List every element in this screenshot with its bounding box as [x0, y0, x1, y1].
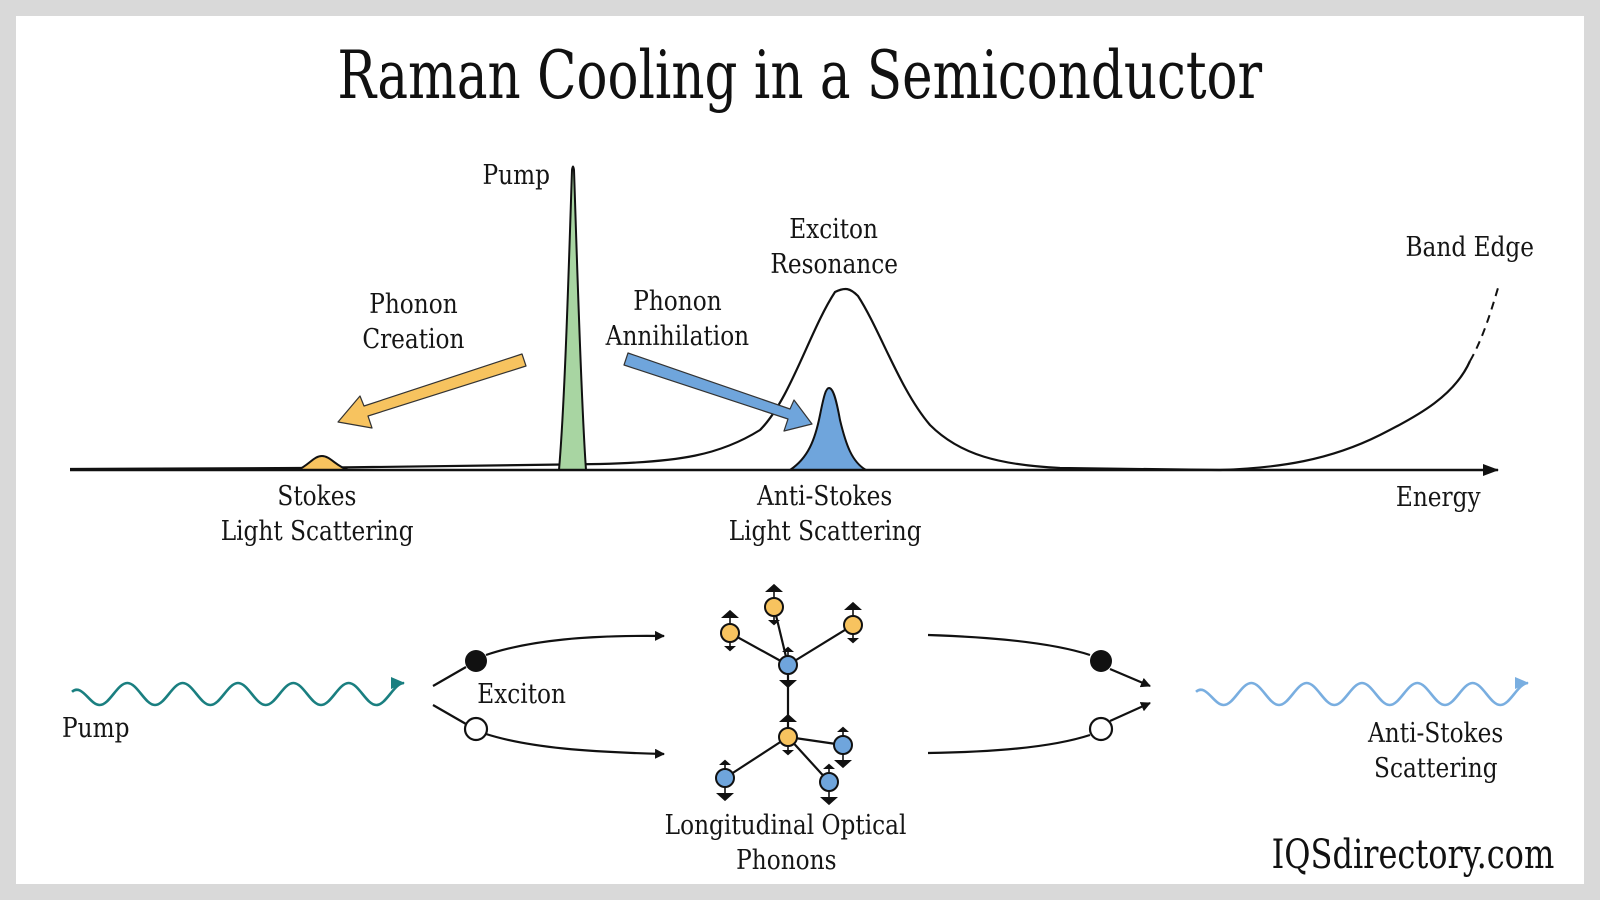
electron-dot: [465, 650, 487, 672]
displacement-arrow-down-icon: [820, 797, 838, 806]
displacement-arrow-up-icon: [782, 646, 794, 652]
hole-path-from-phonons: [927, 733, 1091, 755]
atom-yellow: [843, 615, 863, 635]
pump-peak-label: Pump: [482, 160, 550, 191]
page-title: Raman Cooling in a Semiconductor: [0, 36, 1600, 116]
anti-stokes-wave: [1195, 677, 1529, 707]
atom-yellow: [764, 597, 784, 617]
displacement-arrow-up-icon: [837, 726, 849, 732]
displacement-arrow-down-icon: [847, 638, 859, 644]
displacement-arrow-down-icon: [779, 680, 797, 689]
displacement-arrow-down-icon: [782, 750, 794, 756]
energy-axis-label: Energy: [1395, 482, 1481, 513]
displacement-arrow-up-icon: [779, 713, 797, 722]
molecule-bond: [787, 736, 830, 783]
displacement-arrow-down-icon: [716, 793, 734, 802]
phonon-annihilation-arrow: [623, 352, 813, 432]
displacement-arrow-up-icon: [721, 609, 739, 618]
displacement-arrow-down-icon: [768, 620, 780, 626]
band-edge-curve: [1219, 360, 1472, 472]
exciton-hole-path-in: [432, 704, 467, 725]
atom-blue: [715, 768, 735, 788]
displacement-arrow-up-icon: [719, 759, 731, 765]
pump-wave-label: Pump: [62, 713, 130, 744]
molecule-bond: [787, 624, 854, 666]
hole-dot: [463, 716, 489, 742]
pump-wave: [71, 677, 405, 707]
title-text: Raman Cooling in a Semiconductor: [337, 37, 1263, 114]
anti-stokes-peak: [786, 386, 870, 471]
lo-phonon-molecule: [715, 583, 863, 806]
electron-dot-out: [1090, 650, 1112, 672]
displacement-arrow-down-icon: [724, 646, 736, 652]
exciton-electron-path-in: [432, 666, 467, 687]
band-edge-dashed: [1469, 287, 1499, 362]
hole-path-to-phonons: [485, 732, 665, 759]
electron-path-from-phonons: [927, 633, 1091, 657]
displacement-arrow-up-icon: [765, 583, 783, 592]
atom-blue: [833, 735, 853, 755]
electron-exit-arrow: [1109, 667, 1151, 688]
spectrum-baseline: [69, 287, 1221, 472]
displacement-arrow-up-icon: [844, 601, 862, 610]
pump-peak: [557, 165, 588, 471]
atom-yellow: [778, 727, 798, 747]
stokes-peak: [297, 454, 349, 471]
atom-blue: [778, 655, 798, 675]
displacement-arrow-up-icon: [823, 763, 835, 769]
atom-yellow: [720, 623, 740, 643]
hole-exit-arrow: [1109, 701, 1151, 723]
electron-path-to-phonons: [485, 630, 665, 657]
displacement-arrow-down-icon: [834, 760, 852, 769]
atom-blue: [819, 772, 839, 792]
hole-dot-out: [1088, 716, 1114, 742]
phonon-creation-arrow: [337, 353, 527, 429]
exciton-label: Exciton: [477, 679, 567, 710]
band-edge-label: Band Edge: [1405, 232, 1535, 263]
brand-watermark: IQSdirectory.com: [1271, 832, 1554, 878]
molecule-bond: [729, 632, 789, 666]
molecule-bond: [724, 736, 789, 779]
